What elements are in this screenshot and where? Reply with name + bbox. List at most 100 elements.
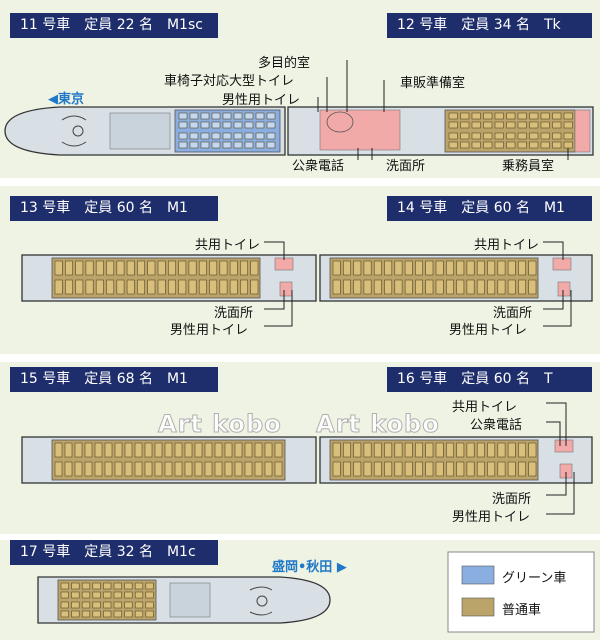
row-2-leader-lines (264, 241, 572, 327)
car-13-seat (85, 260, 94, 276)
car-16-seat (363, 442, 372, 458)
car-16-seat (435, 461, 444, 477)
car-11-seat (222, 132, 232, 140)
watermark-left: Art kobo (158, 410, 282, 439)
car-15-seat (144, 461, 153, 477)
car-16-seat (528, 461, 537, 477)
car-17-seat (71, 582, 80, 590)
car-13-seat (147, 260, 156, 276)
car-16-seat (487, 442, 496, 458)
car-13-seat (219, 279, 228, 295)
callout-washroom: 洗面所 (492, 492, 532, 507)
car-11-seat (244, 112, 254, 120)
seat-grids (54, 112, 573, 618)
car-13-seat (168, 279, 176, 295)
car-15-seat (134, 461, 143, 477)
car-13-seat (240, 260, 248, 276)
car-15-title: 15 号車 定員 68 名 M1 (10, 367, 218, 392)
car-13-seat (198, 279, 207, 295)
car-16-seat (466, 461, 475, 477)
car-15-seat (244, 461, 253, 477)
car-17-body (37, 576, 331, 624)
car-12-seat (460, 132, 470, 140)
car-12-seat (448, 141, 458, 149)
car-16-seat (394, 442, 403, 458)
car-17-seat (81, 582, 91, 590)
car-15-seat (124, 442, 133, 458)
car-15-seat (164, 442, 173, 458)
car-14-seat (518, 260, 527, 276)
car-13-seat (126, 279, 135, 295)
car-15-seat (264, 461, 273, 477)
car-12-seat (460, 121, 470, 129)
car-12-seat (529, 132, 539, 140)
car-13-seat (219, 260, 228, 276)
car-14-seat (415, 260, 423, 276)
car-14-ordinary-area (329, 257, 539, 299)
car-15-seat (124, 461, 133, 477)
car-11-seat (200, 112, 210, 120)
callout-multipurpose-room: 多目的室 (258, 56, 311, 71)
car-12-seat (552, 121, 562, 129)
car-13-seat (85, 279, 94, 295)
car-16-ordinary-area (329, 439, 539, 481)
car-17-seat (113, 591, 122, 599)
car-17-seat (134, 610, 144, 618)
car-15-seat (144, 442, 153, 458)
car-14-seat (456, 260, 465, 276)
car-17-seat (92, 601, 101, 609)
car-14-seat (445, 260, 454, 276)
car-15-seat (194, 442, 203, 458)
car-14-seat (466, 279, 475, 295)
car-12-seat (471, 132, 481, 140)
car-14-seat (363, 260, 372, 276)
car-13-seat (240, 279, 248, 295)
callout-shared-toilet: 共用トイレ (452, 400, 518, 415)
car-11-seat (189, 132, 199, 140)
car-11-seat (244, 121, 254, 129)
callout-crew-room: 乗務員室 (502, 159, 555, 174)
car-14-seat (528, 279, 537, 295)
car-15-seat (274, 442, 283, 458)
car-13-seat (250, 260, 259, 276)
callout-mens-toilet: 男性用トイレ (449, 323, 528, 338)
car-13-seat (65, 279, 73, 295)
car-11-seat (233, 121, 243, 129)
car-11-seat (222, 141, 232, 149)
car-11-body (4, 106, 286, 156)
callout-vending-prep-room: 車販準備室 (400, 76, 466, 91)
car-13-seat (229, 260, 238, 276)
car-12-seat (540, 121, 550, 129)
car-15-seat (184, 442, 193, 458)
car-17-seat (81, 591, 91, 599)
car-17-seat (145, 591, 154, 599)
car-11-cab-icon (61, 115, 87, 147)
car-14-seat (518, 279, 527, 295)
car-11-seat (255, 121, 265, 129)
direction-tokyo: ◀東京 (48, 92, 84, 107)
wheelchair-icon (72, 125, 84, 137)
car-11-seat (266, 112, 276, 120)
car-12-seat (460, 141, 470, 149)
car-12-seat (552, 112, 562, 120)
callout-shared-toilet: 共用トイレ (474, 238, 540, 253)
car-15-seat (134, 442, 143, 458)
car-12-seat (552, 141, 562, 149)
car-14-seat (342, 279, 351, 295)
car-13-seat (75, 279, 84, 295)
car-11-seat (266, 132, 276, 140)
car-15-seat (174, 442, 183, 458)
car-16-seat (466, 442, 475, 458)
car-13-seat (116, 260, 125, 276)
car-17-seat (124, 591, 133, 599)
car-11-seat (178, 141, 188, 149)
car-15-seat (74, 461, 83, 477)
car-11-seat (189, 121, 199, 129)
car-16-seat (373, 442, 382, 458)
car-13-seat (178, 260, 187, 276)
car-12-seat (448, 121, 458, 129)
car-17-seat (92, 610, 101, 618)
callout-washroom: 洗面所 (493, 306, 533, 321)
car-13-seat (106, 279, 115, 295)
car-15-seat (54, 461, 63, 477)
